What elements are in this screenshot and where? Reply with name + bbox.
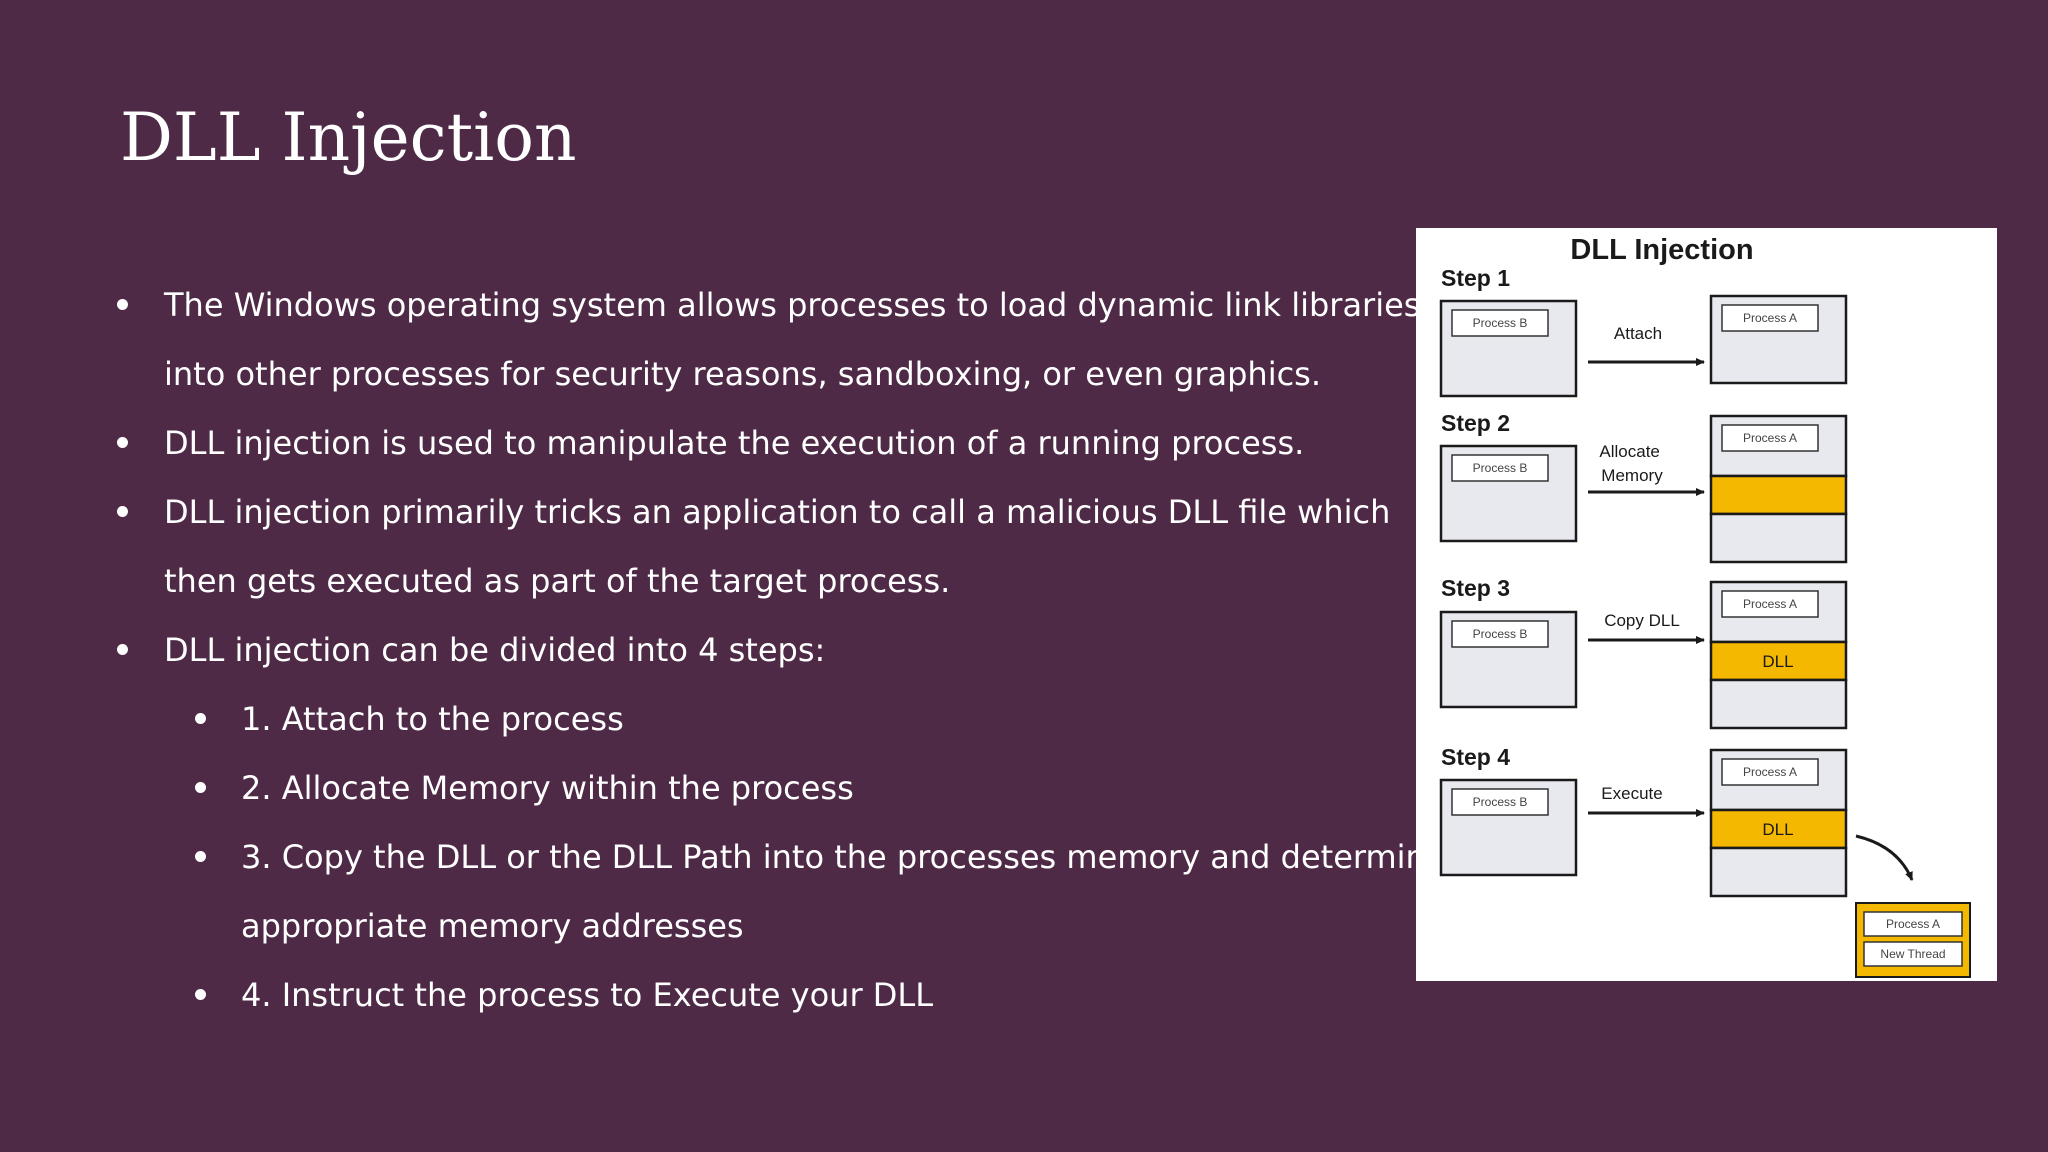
bullet-text-line: then gets executed as part of the target…: [164, 562, 951, 600]
step-2-process-b-tag: [1451, 454, 1549, 482]
new-thread-arrow: [1855, 834, 1914, 881]
bullet-dot: [117, 506, 128, 517]
bullet-text-line: 3. Copy the DLL or the DLL Path into the…: [241, 838, 1446, 876]
step-1-label: Step 1: [1441, 265, 1510, 291]
step-1-process-a-tag: [1721, 304, 1819, 332]
step-3-process-a-footer: [1709, 678, 1848, 730]
bullet-text-line: into other processes for security reason…: [164, 355, 1322, 393]
bullet-text-line: DLL injection is used to manipulate the …: [164, 424, 1305, 462]
bullet-dot: [195, 851, 206, 862]
step-4-label: Step 4: [1441, 744, 1510, 770]
step-1-action-label: Attach: [1614, 324, 1662, 343]
step-1-process-b-tag: [1451, 309, 1549, 337]
step-2-process-a-tag: [1721, 424, 1819, 452]
bullet-text-line: 1. Attach to the process: [241, 700, 624, 738]
bullet-dot: [117, 644, 128, 655]
step-2-process-b-label: Process B: [1473, 461, 1528, 475]
step-4-dll-block: [1709, 808, 1848, 850]
step-2-process-a-footer: [1709, 512, 1848, 564]
step-3-action-label: Copy DLL: [1604, 611, 1680, 630]
step-1-process-a-label: Process A: [1743, 311, 1797, 325]
step-3-process-b-label: Process B: [1473, 627, 1528, 641]
step-2-action-label: Allocate Memory: [1599, 442, 1664, 485]
diagram-step-1: Step 1 Process B Attach Process A: [1439, 265, 1848, 398]
step-4-dll-label: DLL: [1762, 820, 1793, 839]
step-3-label: Step 3: [1441, 575, 1510, 601]
step-4-process-b-tag: [1451, 788, 1549, 816]
diagram-step-4: Step 4 Process B Execute Process A DLL P…: [1439, 744, 1971, 978]
bullet-text-line: DLL injection primarily tricks an applic…: [164, 493, 1391, 531]
bullet-text-line: appropriate memory addresses: [241, 907, 744, 945]
step-2-action-line-2: Memory: [1601, 466, 1663, 485]
diagram-title: DLL Injection: [1570, 234, 1753, 266]
bullet-text-line: 2. Allocate Memory within the process: [241, 769, 854, 807]
new-thread-tag: [1863, 941, 1963, 967]
step-2-action-line-1: Allocate: [1599, 442, 1659, 461]
diagram-step-3: Step 3 Process B Copy DLL Process A DLL: [1439, 575, 1848, 730]
step-2-allocated-memory: [1709, 474, 1848, 516]
dll-injection-diagram: DLL Injection Step 1 Process B Attach Pr…: [1416, 228, 1997, 981]
step-2-process-a-label: Process A: [1743, 431, 1797, 445]
step-4-process-a-tag: [1721, 758, 1819, 786]
step-1-process-b-label: Process B: [1473, 316, 1528, 330]
bullet-dot: [195, 989, 206, 1000]
bullet-dot: [117, 299, 128, 310]
new-thread-process-label: Process A: [1886, 917, 1940, 931]
bullet-text-line: The Windows operating system allows proc…: [164, 286, 1421, 324]
step-3-process-a-tag: [1721, 590, 1819, 618]
bullet-dot: [195, 713, 206, 724]
step-3-process-b-tag: [1451, 620, 1549, 648]
new-thread-label: New Thread: [1880, 947, 1945, 961]
step-4-process-a-footer: [1709, 846, 1848, 898]
bullet-dot: [117, 437, 128, 448]
step-2-label: Step 2: [1441, 410, 1510, 436]
slide-title: DLL Injection: [120, 99, 577, 176]
step-3-process-a-label: Process A: [1743, 597, 1797, 611]
step-4-action-label: Execute: [1601, 784, 1662, 803]
bullet-dot: [195, 782, 206, 793]
bullet-text-line: DLL injection can be divided into 4 step…: [164, 631, 826, 669]
diagram-step-2: Step 2 Process B Allocate Memory Process…: [1439, 410, 1848, 564]
step-3-dll-label: DLL: [1762, 652, 1793, 671]
step-4-process-b-label: Process B: [1473, 795, 1528, 809]
new-thread-process-tag: [1863, 911, 1963, 937]
bullet-text-line: 4. Instruct the process to Execute your …: [241, 976, 934, 1014]
step-4-process-a-label: Process A: [1743, 765, 1797, 779]
